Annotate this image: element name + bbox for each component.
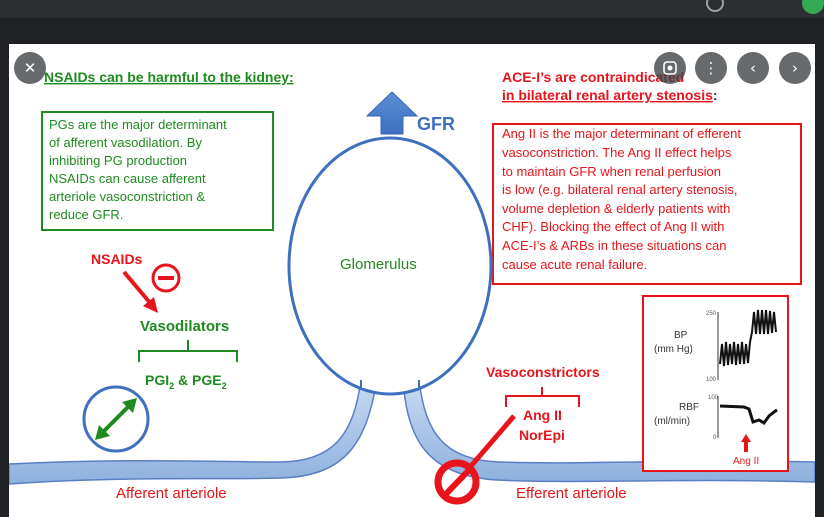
bp-tick-bottom: 100 <box>706 377 717 383</box>
rbf-tick-bottom: 0 <box>713 435 717 441</box>
ang-box-line: Ang II is the major determinant of effer… <box>502 126 741 141</box>
bp-rbf-chart: BP (mm Hg) 250 100 RBF (ml/min) 100 0 An… <box>642 295 789 472</box>
close-button[interactable]: ✕ <box>14 52 46 84</box>
vasoconstrictors-bracket <box>505 387 580 407</box>
ang-box-line: is low (e.g. bilateral renal artery sten… <box>502 182 738 197</box>
next-image-button[interactable]: › <box>779 52 811 84</box>
block-line <box>469 414 516 468</box>
bp-label: BP <box>674 330 688 341</box>
pg-box-line: reduce GFR. <box>49 207 123 222</box>
ang-ii-arrow-icon <box>741 434 751 452</box>
pg-info-box <box>41 111 274 231</box>
afferent-arteriole <box>9 378 378 485</box>
bp-trace <box>719 309 777 367</box>
nsaids-arrow-shaft <box>122 270 153 306</box>
ang-box-line: vasoconstriction. The Ang II effect help… <box>502 145 732 160</box>
ang-box-line: ACE-I’s & ARBs in these situations can <box>502 238 726 253</box>
loading-icon <box>706 0 724 12</box>
vasoconstrictors-label: Vasoconstrictors <box>486 364 600 380</box>
gfr-label: GFR <box>417 114 455 134</box>
nsaids-arrow-head-icon <box>143 297 158 313</box>
ace-heading-line1: ACE-I’s are contraindicated <box>502 69 684 85</box>
pg-types-label: PGI2 & PGE2 <box>145 372 227 391</box>
glomerulus-label: Glomerulus <box>340 256 417 273</box>
ang-box-line: volume depletion & elderly patients with <box>502 201 730 216</box>
norepi-label: NorEpi <box>519 427 565 443</box>
profile-avatar[interactable] <box>802 0 824 14</box>
ang-ii-annotation: Ang II <box>733 456 759 467</box>
previous-image-button[interactable]: ‹ <box>737 52 769 84</box>
lens-search-button[interactable] <box>654 52 686 84</box>
rbf-trace <box>719 404 778 425</box>
lens-icon <box>663 61 677 75</box>
image-viewer: NSAIDs can be harmful to the kidney: PGs… <box>9 44 815 517</box>
pg-box-line: NSAIDs can cause afferent <box>49 171 206 186</box>
glomerulus-neck <box>361 374 419 388</box>
bp-unit: (mm Hg) <box>654 344 693 355</box>
browser-top-bar <box>0 0 824 18</box>
more-options-button[interactable]: ⋮ <box>695 52 727 84</box>
nsaids-heading: NSAIDs can be harmful to the kidney: <box>44 69 294 85</box>
angii-label: Ang II <box>523 407 562 423</box>
minus-bar <box>158 276 174 280</box>
ang-box-line: to maintain GFR when renal perfusion <box>502 164 721 179</box>
more-vert-icon: ⋮ <box>703 59 719 77</box>
rbf-tick-top: 100 <box>708 395 719 401</box>
dilation-arrow-shaft <box>99 402 133 436</box>
nsaids-label: NSAIDs <box>91 251 143 267</box>
rbf-unit: (ml/min) <box>654 416 690 427</box>
prohibited-icon <box>434 459 480 505</box>
bp-tick-top: 250 <box>706 311 717 317</box>
ace-heading-line2: in bilateral renal artery stenosis: <box>502 87 718 103</box>
afferent-label: Afferent arteriole <box>116 485 227 502</box>
close-icon: ✕ <box>23 59 37 77</box>
dilation-arrow-head-icon <box>95 398 137 440</box>
pg-box-line: PGs are the major determinant <box>49 117 227 132</box>
prohibited-slash <box>442 466 473 498</box>
kidney-diagram: NSAIDs can be harmful to the kidney: PGs… <box>9 69 815 505</box>
glomerulus-neck-outline <box>360 380 420 389</box>
rbf-label: RBF <box>679 402 699 413</box>
pg-box-line: arteriole vasoconstriction & <box>49 189 205 204</box>
gfr-up-arrow-icon <box>365 91 419 135</box>
ang-info-box <box>492 123 802 285</box>
pg-box-line: of afferent vasodilation. By <box>49 135 202 150</box>
glomerulus <box>287 136 493 396</box>
vasodilators-label: Vasodilators <box>140 318 229 335</box>
ang-box-line: CHF). Blocking the effect of Ang II with <box>502 219 724 234</box>
vasodilators-bracket <box>138 340 238 362</box>
efferent-label: Efferent arteriole <box>516 485 627 502</box>
chevron-left-icon: ‹ <box>750 59 756 77</box>
pg-box-line: inhibiting PG production <box>49 153 187 168</box>
chevron-right-icon: › <box>792 59 798 77</box>
ang-box-line: cause acute renal failure. <box>502 257 647 272</box>
